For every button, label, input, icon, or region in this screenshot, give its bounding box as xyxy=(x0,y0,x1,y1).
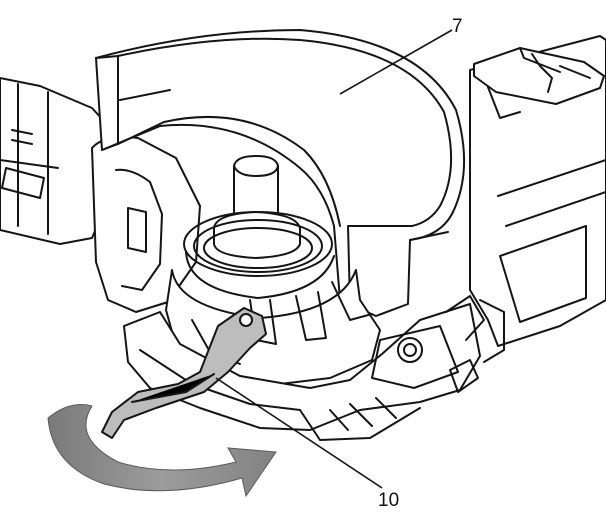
spindle xyxy=(183,155,335,299)
callout-leaders xyxy=(215,29,453,489)
leader-line-7 xyxy=(339,29,453,95)
gear-housing xyxy=(91,136,201,313)
gearbox-front xyxy=(123,295,485,441)
motor-vents xyxy=(449,299,505,393)
callout-label-lever: 10 xyxy=(378,490,400,511)
callout-label-guard: 7 xyxy=(452,16,463,37)
leader-line-10 xyxy=(215,377,383,489)
rotation-arrow xyxy=(47,404,277,498)
spindle-lock-button xyxy=(473,47,605,105)
wheel-guard xyxy=(95,29,466,317)
motor-body xyxy=(469,35,606,347)
guard-release-lever xyxy=(101,307,267,439)
